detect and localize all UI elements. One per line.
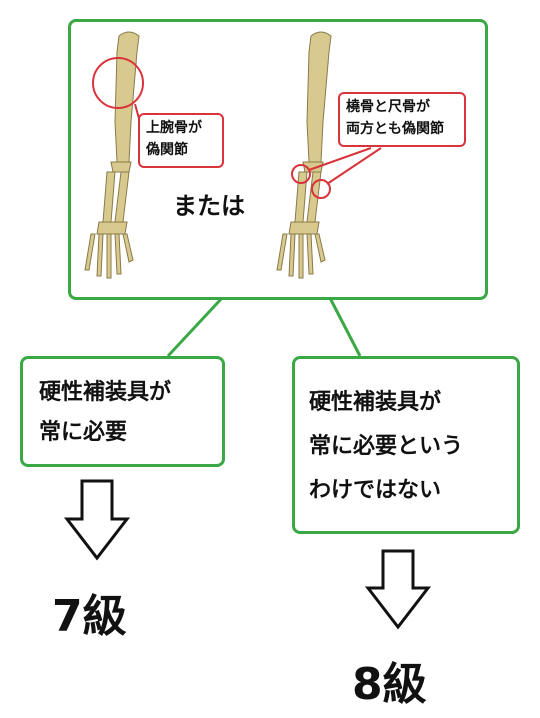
or-text: または [173,192,245,220]
left-result-line-2: 常に必要 [39,420,128,445]
connector-right [328,297,362,357]
right-result-line-3: わけではない [309,478,442,503]
connector-left [166,296,224,358]
right-result-text: 硬性補装具が 常に必要という わけではない [309,381,463,513]
left-result-line-1: 硬性補装具が [39,380,172,405]
radius-ulna-label-line-2: 両方とも偽関節 [346,121,444,137]
humerus-label-line-1: 上腕骨が [146,120,202,136]
top-panel: 上腕骨が 偽関節 または 橈骨と尺骨が 両方とも偽関節 [68,19,488,300]
right-result-line-1: 硬性補装具が [309,390,442,415]
radius-ulna-label-line-1: 橈骨と尺骨が [346,99,430,115]
humerus-highlight-circle [92,57,144,109]
humerus-label-line-2: 偽関節 [146,142,188,158]
radius-ulna-label: 橈骨と尺骨が 両方とも偽関節 [338,92,466,147]
down-arrow-right-icon [364,549,432,630]
humerus-label: 上腕骨が 偽関節 [138,113,224,168]
right-result-line-2: 常に必要という [309,434,464,459]
left-arm-skeleton-icon [84,31,140,279]
radius-highlight-circle [291,164,311,184]
down-arrow-left-icon [63,479,131,561]
left-result-box: 硬性補装具が 常に必要 [20,356,225,467]
left-result-text: 硬性補装具が 常に必要 [39,373,171,453]
ulna-highlight-circle [311,179,331,199]
grade-right: 8級 [352,659,427,710]
right-arm-skeleton-icon [276,31,332,279]
right-result-box: 硬性補装具が 常に必要という わけではない [292,356,520,534]
grade-left: 7級 [52,591,127,642]
right-label-pointer-1 [308,147,372,171]
right-label-pointer-2 [326,147,382,185]
arm-skeletons [84,31,382,279]
